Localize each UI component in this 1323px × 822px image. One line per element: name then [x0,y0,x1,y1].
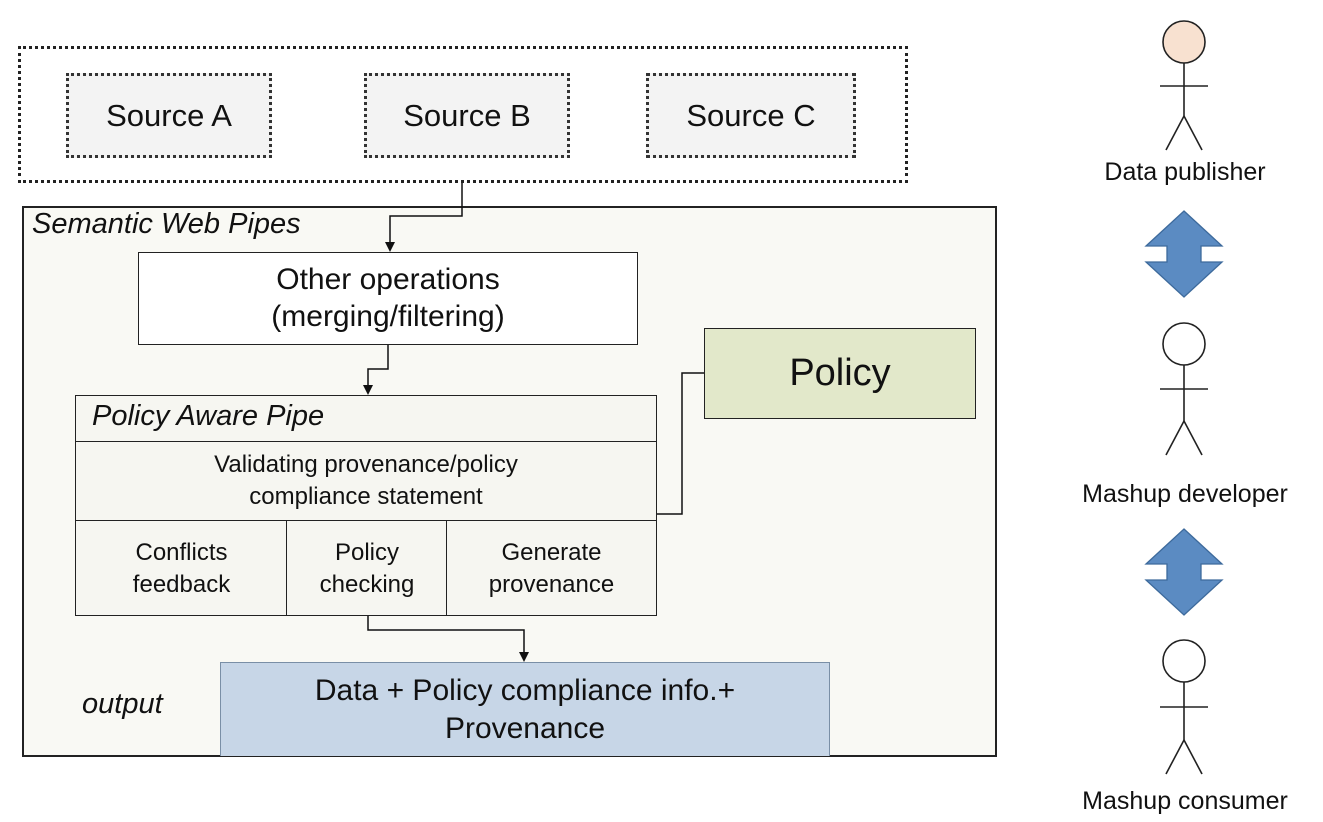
validating-statement: Validating provenance/policy compliance … [77,442,655,520]
data-sources-container [18,46,908,183]
other-operations-box: Other operations (merging/filtering) [138,252,638,345]
validating-line-2: compliance statement [249,483,483,510]
mashup-developer-icon [1160,322,1208,456]
policy-aware-pipe-box [75,395,657,616]
output-box: Data + Policy compliance info.+ Provenan… [220,662,830,756]
output-line-2: Provenance [444,711,606,745]
source-b-label: Source B [403,97,531,133]
conflicts-feedback-cell: Conflicts feedback [77,522,286,615]
policy-to-validation-connector [657,372,704,515]
output-label: output [82,688,163,720]
semantic-web-pipes-title: Semantic Web Pipes [32,208,301,240]
data-publisher-label: Data publisher [1104,158,1266,186]
conflicts-feedback-line-1: Conflicts [135,538,228,566]
policy-label: Policy [789,352,891,394]
generate-provenance-line-2: provenance [488,570,615,598]
policy-checking-line-1: Policy [334,538,399,566]
double-arrow-icon-2 [1144,528,1224,616]
mashup-consumer-icon [1160,639,1208,775]
generate-provenance-cell: Generate provenance [448,522,655,615]
pap-to-output-arrow [367,616,529,662]
generate-provenance-line-1: Generate [501,538,602,566]
mashup-consumer-label: Mashup consumer [1082,787,1288,815]
source-c-label: Source C [686,97,816,133]
policy-aware-pipe-title: Policy Aware Pipe [92,400,325,432]
pap-cell-divider-1 [286,520,287,615]
source-c: Source C [646,73,856,158]
pap-row-divider [75,520,657,521]
policy-box: Policy [704,328,976,419]
policy-checking-cell: Policy checking [288,522,446,615]
source-b: Source B [364,73,570,158]
source-a: Source A [66,73,272,158]
operations-to-pap-arrow [363,345,389,395]
output-line-1: Data + Policy compliance info.+ [314,674,736,707]
other-operations-line-2: (merging/filtering) [271,299,505,333]
mashup-developer-label: Mashup developer [1082,480,1288,508]
pap-cell-divider-2 [446,520,447,615]
conflicts-feedback-line-2: feedback [132,570,231,598]
policy-checking-line-2: checking [319,570,415,598]
validating-line-1: Validating provenance/policy [214,450,518,478]
other-operations-line-1: Other operations [276,262,500,296]
double-arrow-icon-1 [1144,210,1224,298]
pap-title-divider [75,441,657,442]
source-a-label: Source A [106,97,232,133]
sources-to-operations-arrow [385,183,463,252]
data-publisher-icon [1160,20,1208,151]
